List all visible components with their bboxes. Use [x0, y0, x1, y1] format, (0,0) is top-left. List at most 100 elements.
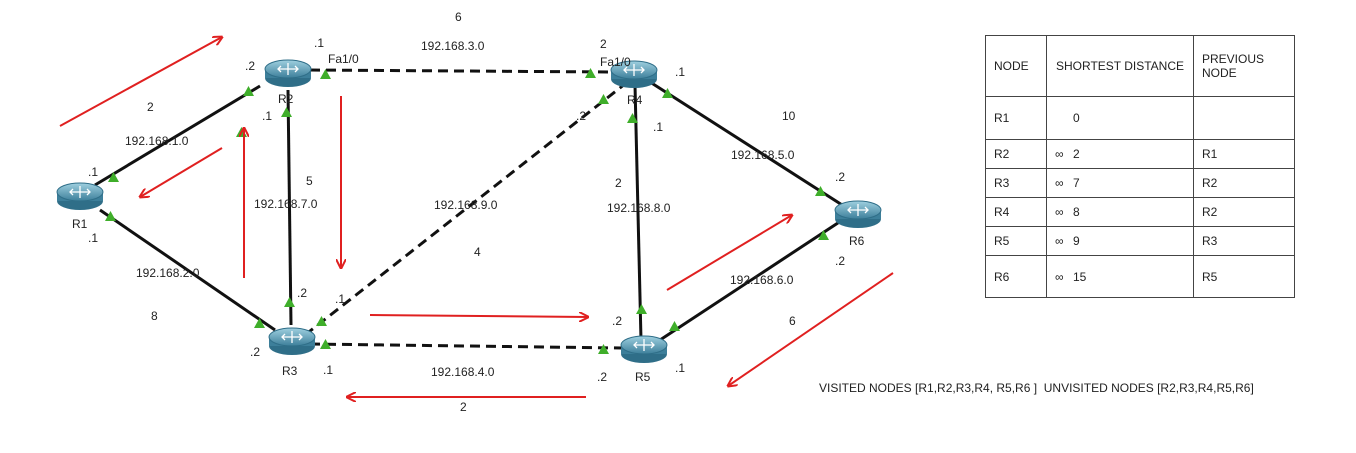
arrow-r3-to-r5: [369, 315, 588, 317]
host-id: 2: [600, 37, 607, 51]
distance-value: 2: [1073, 147, 1080, 161]
link-cost-r2-r4: 6: [455, 10, 462, 24]
router-label-r6: R6: [849, 234, 865, 248]
host-id: .1: [335, 292, 345, 306]
link-cost-r3-r4: 4: [474, 245, 481, 259]
network-label-1: 192.168.1.0: [125, 134, 189, 148]
arrow-r2-to-r1: [140, 147, 223, 197]
link-r1-r2: [94, 84, 261, 187]
router-label-r4: R4: [627, 93, 643, 107]
router-label-r2: R2: [278, 92, 294, 106]
link-cost-r4-r6: 10: [782, 109, 796, 123]
host-id: .2: [245, 59, 255, 73]
host-id: .1: [323, 363, 333, 377]
router-label-r5: R5: [635, 370, 651, 384]
distance-value: 8: [1073, 205, 1080, 220]
link-cost-r5-r6: 6: [789, 314, 796, 328]
node-status-line: VISITED NODES [R1,R2,R3,R4, R5,R6 ] UNVI…: [819, 381, 1254, 395]
link-cost-r3-r5: 2: [460, 400, 467, 414]
cell-previous: R2: [1193, 168, 1295, 199]
arrow-r6-to-r5: [728, 272, 894, 386]
link-r3-r5: [309, 342, 623, 350]
router-label-r1: R1: [72, 217, 88, 231]
link-r3-r4: [304, 82, 626, 337]
distance-value: 15: [1073, 269, 1087, 284]
interface-label-r4: Fa1/0: [600, 55, 631, 69]
cell-node: R5: [985, 226, 1047, 257]
cell-distance: ∞ 15: [1046, 255, 1194, 298]
link-r4-r6: [649, 80, 851, 212]
network-label-5: 192.168.5.0: [731, 148, 795, 162]
router-r5[interactable]: [620, 335, 668, 364]
cell-previous: R2: [1193, 197, 1295, 228]
table-row: R5 ∞9 R3: [985, 226, 1295, 257]
infinity-mark: ∞: [1055, 176, 1064, 191]
arrow-r5-to-r6: [666, 215, 792, 291]
host-id: .2: [835, 254, 845, 268]
router-r2[interactable]: [264, 59, 312, 88]
cell-previous: R1: [1193, 138, 1295, 170]
host-id: .1: [675, 65, 685, 79]
distance-value: 0: [1073, 111, 1080, 126]
infinity-mark: ∞: [1055, 269, 1064, 284]
cell-distance: ∞2: [1046, 138, 1194, 170]
interface-label-r2: Fa1/0: [328, 52, 359, 66]
cell-distance: ∞7: [1046, 168, 1194, 199]
network-label-9: 192.168.9.0: [434, 198, 498, 212]
table-row: R2 ∞2 R1: [985, 138, 1295, 170]
host-id: .1: [675, 361, 685, 375]
network-label-4: 192.168.4.0: [431, 365, 495, 379]
network-label-3: 192.168.3.0: [421, 39, 485, 53]
distance-value: 9: [1073, 234, 1080, 249]
host-id: .2: [250, 345, 260, 359]
cell-node: R2: [985, 138, 1047, 170]
link-r5-r6: [659, 213, 851, 342]
cell-node: R6: [985, 255, 1047, 298]
unvisited-nodes: UNVISITED NODES [R2,R3,R4,R5,R6]: [1043, 381, 1254, 395]
router-r1[interactable]: [56, 182, 104, 211]
link-r2-r4: [309, 68, 613, 74]
router-r6[interactable]: [834, 200, 882, 229]
host-id: .1: [314, 36, 324, 50]
cell-node: R4: [985, 197, 1047, 228]
link-r1-r3: [99, 208, 276, 332]
distance-value: 7: [1073, 176, 1080, 191]
cell-distance: ∞8: [1046, 197, 1194, 228]
network-label-7: 192.168.7.0: [254, 197, 318, 211]
cell-previous: [1193, 96, 1295, 140]
host-id: .2: [297, 286, 307, 300]
cell-distance: ∞9: [1046, 226, 1194, 257]
infinity-mark: ∞: [1055, 147, 1064, 161]
link-r2-r3: [286, 89, 293, 326]
header-shortest-distance: SHORTEST DISTANCE: [1046, 34, 1194, 98]
cell-distance: 0: [1046, 96, 1194, 140]
cell-node: R3: [985, 168, 1047, 199]
infinity-mark: ∞: [1055, 234, 1064, 249]
host-id: .2: [835, 170, 845, 184]
header-node: NODE: [985, 34, 1047, 98]
host-id: .2: [576, 109, 586, 123]
router-label-r3: R3: [282, 364, 298, 378]
infinity-mark: ∞: [1055, 205, 1064, 220]
table-row: R4 ∞8 R2: [985, 197, 1295, 228]
host-id: .2: [597, 370, 607, 384]
table-row: R1 0: [985, 96, 1295, 140]
network-label-2: 192.168.2.0: [136, 266, 200, 280]
link-cost-r1-r2: 2: [147, 100, 154, 114]
cell-previous: R3: [1193, 226, 1295, 257]
link-r4-r5: [633, 84, 643, 341]
table-row: R3 ∞7 R2: [985, 168, 1295, 199]
router-r3[interactable]: [268, 327, 316, 356]
table-row: R6 ∞15 R5: [985, 255, 1295, 298]
link-cost-r2-r3: 5: [306, 174, 313, 188]
shortest-distance-table: NODE SHORTEST DISTANCE PREVIOUS NODE R1 …: [985, 34, 1295, 298]
network-label-6: 192.168.6.0: [730, 273, 794, 287]
host-id: .1: [262, 109, 272, 123]
path-arrows: [59, 37, 894, 397]
cell-node: R1: [985, 96, 1047, 140]
visited-nodes: VISITED NODES [R1,R2,R3,R4, R5,R6 ]: [819, 381, 1038, 395]
host-id: .1: [653, 120, 663, 134]
link-cost-r4-r5: 2: [615, 176, 622, 190]
host-id: .1: [88, 165, 98, 179]
arrow-r1-to-r2: [59, 37, 222, 127]
